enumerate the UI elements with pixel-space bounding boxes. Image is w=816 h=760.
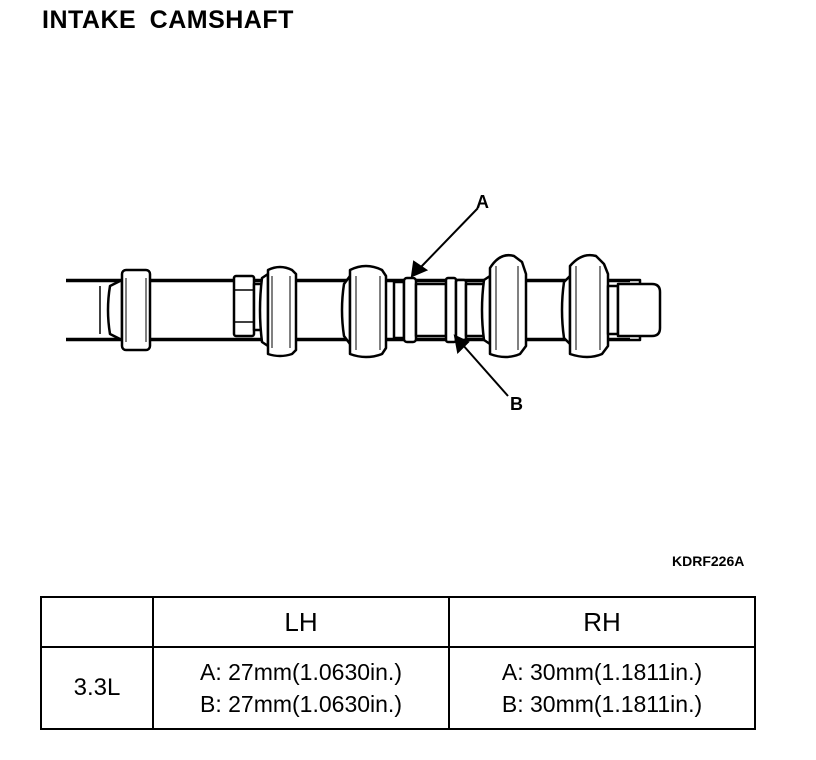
header-rh: RH (448, 596, 756, 648)
rh-values: A: 30mm(1.1811in.) B: 30mm(1.1811in.) (448, 646, 756, 730)
journal-a (392, 276, 448, 344)
rh-value-b: B: 30mm(1.1811in.) (501, 691, 703, 717)
camshaft-diagram: A B (66, 192, 662, 414)
lh-value-a: A: 27mm(1.0630in.) (200, 659, 402, 685)
spec-table: LH RH 3.3L A: 27mm(1.0630in.) B: 27mm(1.… (40, 596, 756, 730)
cam-lobe-3 (480, 254, 528, 359)
header-blank (40, 596, 154, 648)
leader-b (453, 334, 509, 397)
lh-value-b: B: 27mm(1.0630in.) (200, 691, 402, 717)
page-title: INTAKE CAMSHAFT (42, 6, 294, 34)
table-header-row: LH RH (40, 596, 756, 648)
lh-values: A: 27mm(1.0630in.) B: 27mm(1.0630in.) (152, 646, 450, 730)
rh-value-a: A: 30mm(1.1811in.) (501, 659, 703, 685)
label-a: A (476, 192, 489, 212)
header-lh: LH (152, 596, 450, 648)
figure-code: KDRF226A (672, 553, 745, 569)
end-journal (606, 282, 662, 338)
label-b: B (510, 394, 523, 414)
collar-1 (106, 268, 152, 352)
hex-nut (232, 274, 264, 338)
table-row: 3.3L A: 27mm(1.0630in.) B: 27mm(1.0630in… (40, 646, 756, 730)
journal-b (444, 276, 486, 344)
cam-lobe-4 (560, 253, 610, 359)
leader-a (410, 207, 479, 278)
engine-cell: 3.3L (40, 646, 154, 730)
cam-lobe-2 (340, 264, 388, 359)
cam-lobe-1 (258, 265, 298, 358)
